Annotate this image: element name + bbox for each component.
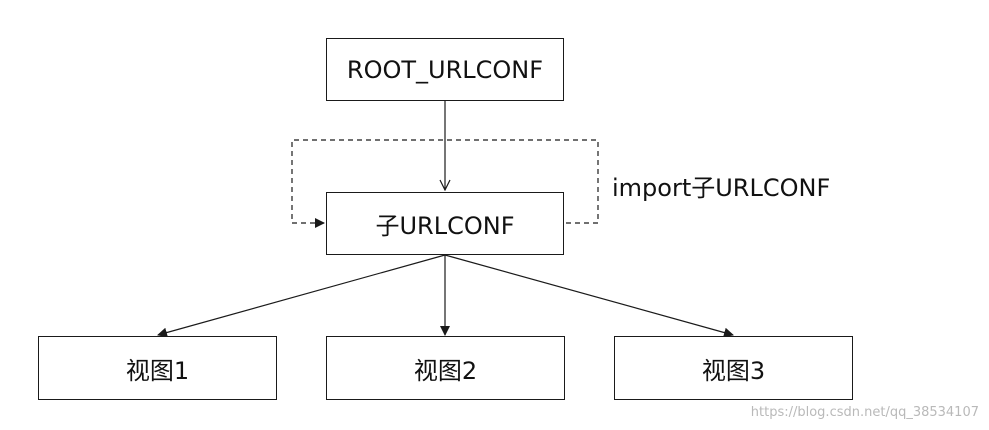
view2-node: 视图2 [326, 336, 565, 400]
root-urlconf-node: ROOT_URLCONF [326, 38, 564, 101]
sub-to-view3-arrow [444, 254, 734, 338]
sub-urlconf-node: 子URLCONF [326, 192, 564, 255]
view1-node: 视图1 [38, 336, 277, 400]
watermark-text: https://blog.csdn.net/qq_38534107 [750, 405, 979, 420]
sub-to-view1-arrow [157, 254, 446, 338]
view3-label: 视图3 [701, 356, 766, 385]
view3-node: 视图3 [614, 336, 853, 400]
import-annotation: import子URLCONF [612, 174, 831, 202]
sub-urlconf-label: 子URLCONF [375, 212, 515, 240]
view2-label: 视图2 [413, 356, 478, 385]
root-urlconf-label: ROOT_URLCONF [346, 55, 544, 84]
view1-label: 视图1 [125, 356, 190, 385]
